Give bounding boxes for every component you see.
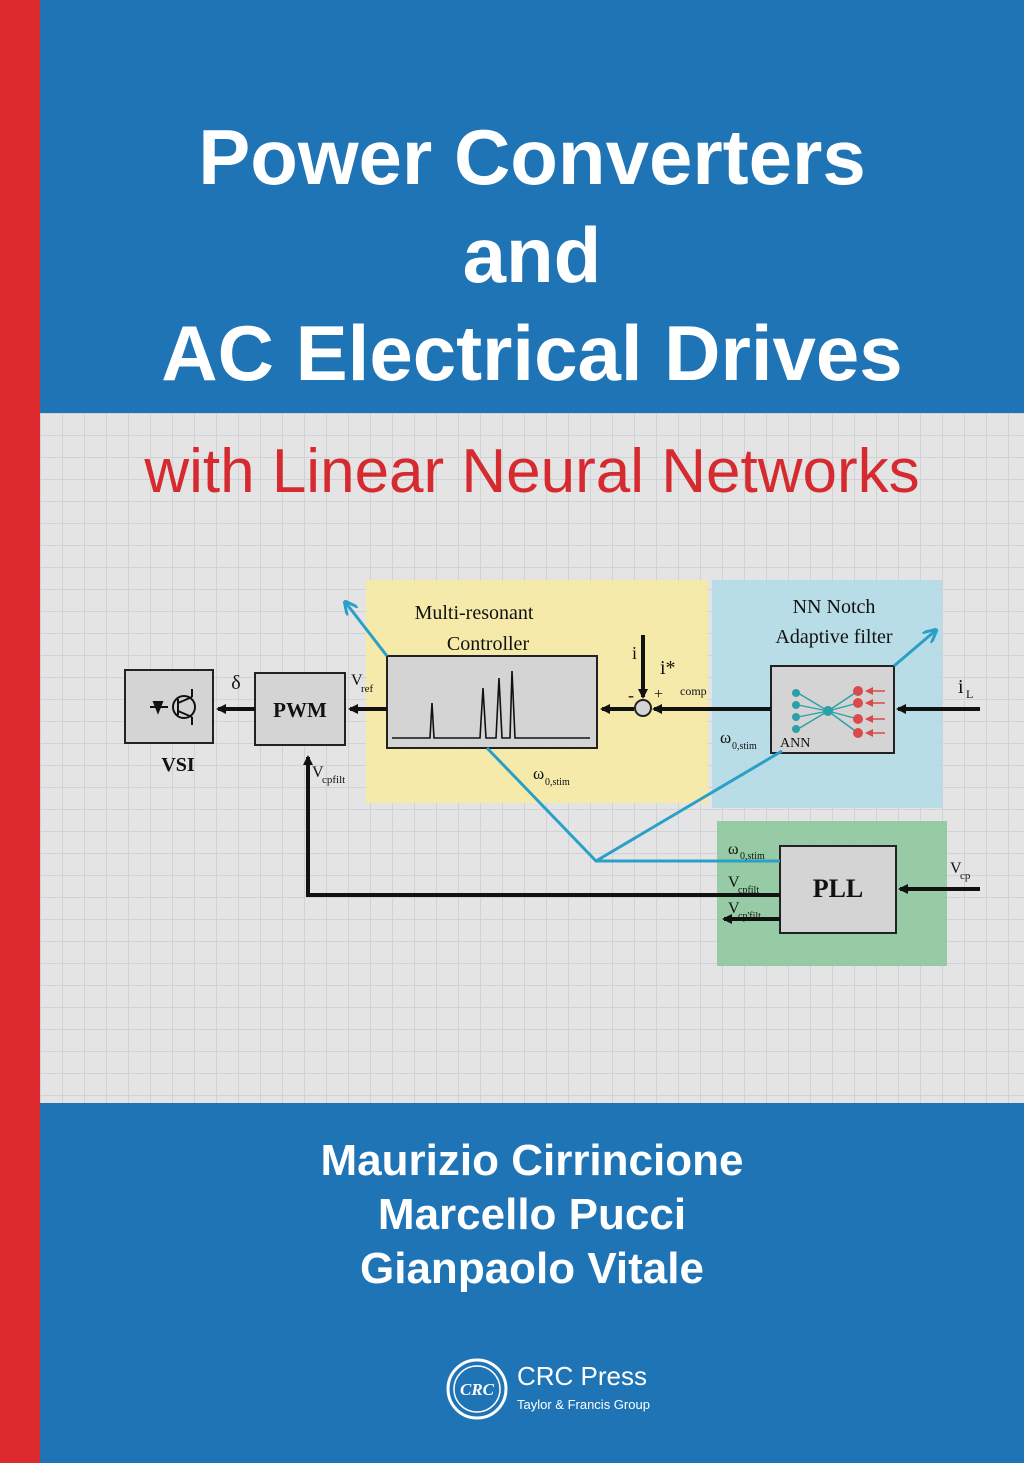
omega-label-filter: ω bbox=[720, 728, 731, 747]
i-l-sub: L bbox=[966, 687, 973, 701]
v-cpfilt-sub: cpfilt bbox=[322, 774, 345, 786]
omega-sub-pll: 0,stim bbox=[740, 851, 765, 862]
omega-label-pll: ω bbox=[728, 841, 739, 858]
block-diagram: VSI PWM δ Multi-resonant Controller + - … bbox=[124, 580, 980, 966]
vsi-label: VSI bbox=[161, 754, 195, 776]
summing-junction bbox=[634, 699, 652, 717]
filter-title-1: NN Notch bbox=[793, 596, 876, 618]
v-cpfilt-label: V bbox=[312, 764, 324, 781]
ann-label: ANN bbox=[780, 736, 810, 751]
omega-sub-controller: 0,stim bbox=[545, 777, 570, 788]
resonant-peaks-plot bbox=[392, 670, 590, 739]
minus-sign: - bbox=[628, 685, 634, 705]
cyan-arrow-filter-out bbox=[893, 631, 935, 668]
neural-network-icon bbox=[792, 686, 885, 738]
plus-sign: + bbox=[654, 686, 663, 703]
publisher-name: CRC Press bbox=[517, 1361, 648, 1391]
title-line-3: AC Electrical Drives bbox=[161, 309, 903, 397]
authors-block: Maurizio Cirrincione Marcello Pucci Gian… bbox=[40, 1103, 1024, 1463]
i-comp-label: i* bbox=[660, 657, 676, 679]
i-input-label: i bbox=[632, 643, 637, 663]
author-3: Gianpaolo Vitale bbox=[360, 1244, 704, 1293]
title-line-2: and bbox=[462, 211, 602, 299]
title-line-1: Power Converters bbox=[198, 113, 866, 201]
v-cp-label: V bbox=[950, 860, 962, 877]
omega-label-controller: ω bbox=[533, 764, 544, 783]
filter-title-2: Adaptive filter bbox=[775, 626, 893, 648]
v-cpfilt2-label: V bbox=[728, 900, 740, 917]
v-cpfilt-pll-label: V bbox=[728, 874, 740, 891]
cyan-arrow-controller-out bbox=[346, 603, 389, 657]
controller-title-2: Controller bbox=[447, 633, 530, 655]
crc-press-logo-icon: CRC bbox=[446, 1358, 508, 1420]
title-block: Power Converters and AC Electrical Drive… bbox=[40, 0, 1024, 413]
v-ref-label: V bbox=[351, 672, 363, 689]
v-cp-sub: cp bbox=[960, 870, 971, 882]
publisher-logo-block: CRC CRC Press Taylor & Francis Group bbox=[445, 1357, 685, 1427]
v-cpfilt-pll-sub: cpfilt bbox=[738, 885, 759, 896]
author-2: Marcello Pucci bbox=[377, 1190, 687, 1239]
crc-logo-text: CRC bbox=[460, 1380, 495, 1399]
omega-sub-filter: 0,stim bbox=[732, 741, 757, 752]
diagram-band: with Linear Neural Networks bbox=[40, 413, 1024, 1103]
author-1: Maurizio Cirrincione bbox=[320, 1136, 744, 1185]
red-spine-stripe bbox=[0, 0, 40, 1463]
i-l-label: i bbox=[958, 676, 964, 698]
controller-title-1: Multi-resonant bbox=[415, 602, 534, 624]
pwm-label: PWM bbox=[273, 698, 327, 722]
v-ref-sub: ref bbox=[361, 683, 374, 695]
transistor-icon bbox=[150, 689, 196, 725]
publisher-group: Taylor & Francis Group bbox=[517, 1397, 650, 1412]
v-cpfilt2-sub: cp'filt bbox=[738, 911, 761, 922]
controller-block bbox=[386, 655, 598, 749]
delta-label: δ bbox=[231, 672, 240, 694]
arrow-vcpfilt-feedback bbox=[303, 755, 780, 897]
pll-block bbox=[779, 845, 897, 934]
pll-label: PLL bbox=[813, 874, 864, 903]
i-comp-sub: comp bbox=[680, 684, 707, 698]
vsi-block bbox=[124, 669, 214, 744]
subtitle: with Linear Neural Networks bbox=[144, 437, 920, 506]
